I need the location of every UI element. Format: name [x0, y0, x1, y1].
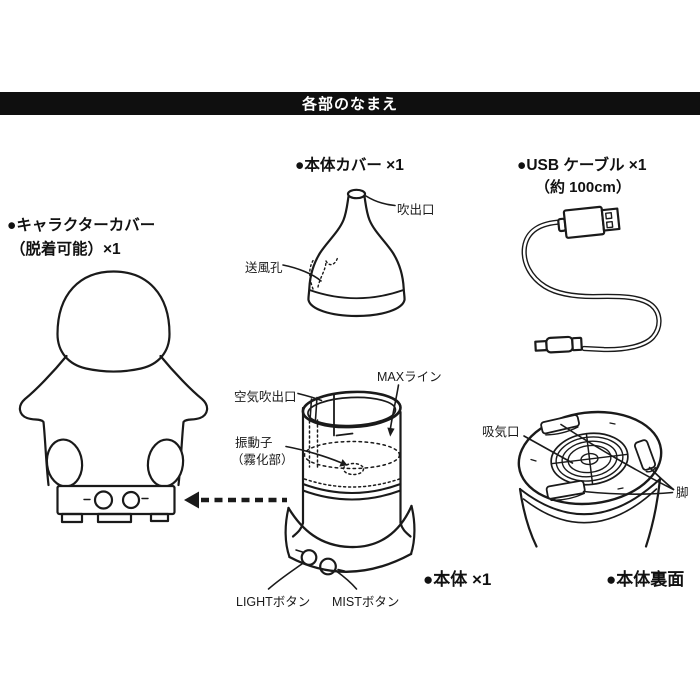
- air-intake-grille: [550, 432, 629, 486]
- main-body-drawing: [267, 384, 416, 590]
- mist-button: [319, 557, 337, 576]
- vibrator-label-line2: （霧化部）: [231, 453, 294, 467]
- usb-cable-heading: ●USB ケーブル ×1: [517, 157, 647, 174]
- body-underside-heading: ●本体裏面: [606, 570, 685, 589]
- character-cover-heading: ●キャラクターカバー: [7, 217, 156, 234]
- foot-right: [634, 439, 657, 473]
- vibrator-disc: [342, 462, 365, 476]
- air-vent-hole-label: 送風孔: [245, 261, 283, 275]
- attach-arrow: [184, 491, 287, 509]
- body-underside-drawing: [517, 410, 675, 548]
- foot-bottom: [545, 479, 586, 501]
- usb-a-connector: [557, 205, 621, 239]
- mist-button-label: MISTボタン: [332, 595, 400, 609]
- character-base-light-button: [93, 490, 114, 510]
- blow-outlet-label: 吹出口: [397, 203, 435, 217]
- feet-label: 脚: [676, 486, 689, 500]
- light-button-label: LIGHTボタン: [236, 595, 311, 609]
- vibrator-label: 振動子: [235, 436, 273, 450]
- page-title: 各部のなまえ: [301, 96, 398, 113]
- usb-cable-heading-line2: （約 100cm）: [535, 179, 631, 196]
- character-cover-heading-line2: （脱着可能）×1: [10, 241, 121, 258]
- character-cover-drawing: [18, 270, 209, 524]
- max-line-label: MAXライン: [377, 370, 442, 384]
- air-outlet-label: 空気吹出口: [234, 390, 297, 404]
- section-title-bar: 各部のなまえ: [0, 92, 700, 115]
- air-intake-label: 吸気口: [482, 425, 520, 439]
- body-cover-drawing: [282, 188, 406, 318]
- main-body-heading: ●本体 ×1: [423, 570, 492, 589]
- foot-top: [540, 414, 580, 436]
- usb-cable-drawing: [521, 205, 662, 354]
- body-cover-heading: ●本体カバー ×1: [295, 157, 404, 174]
- character-base-mist-button: [121, 490, 141, 510]
- light-button: [300, 549, 318, 566]
- usb-small-connector: [534, 335, 583, 354]
